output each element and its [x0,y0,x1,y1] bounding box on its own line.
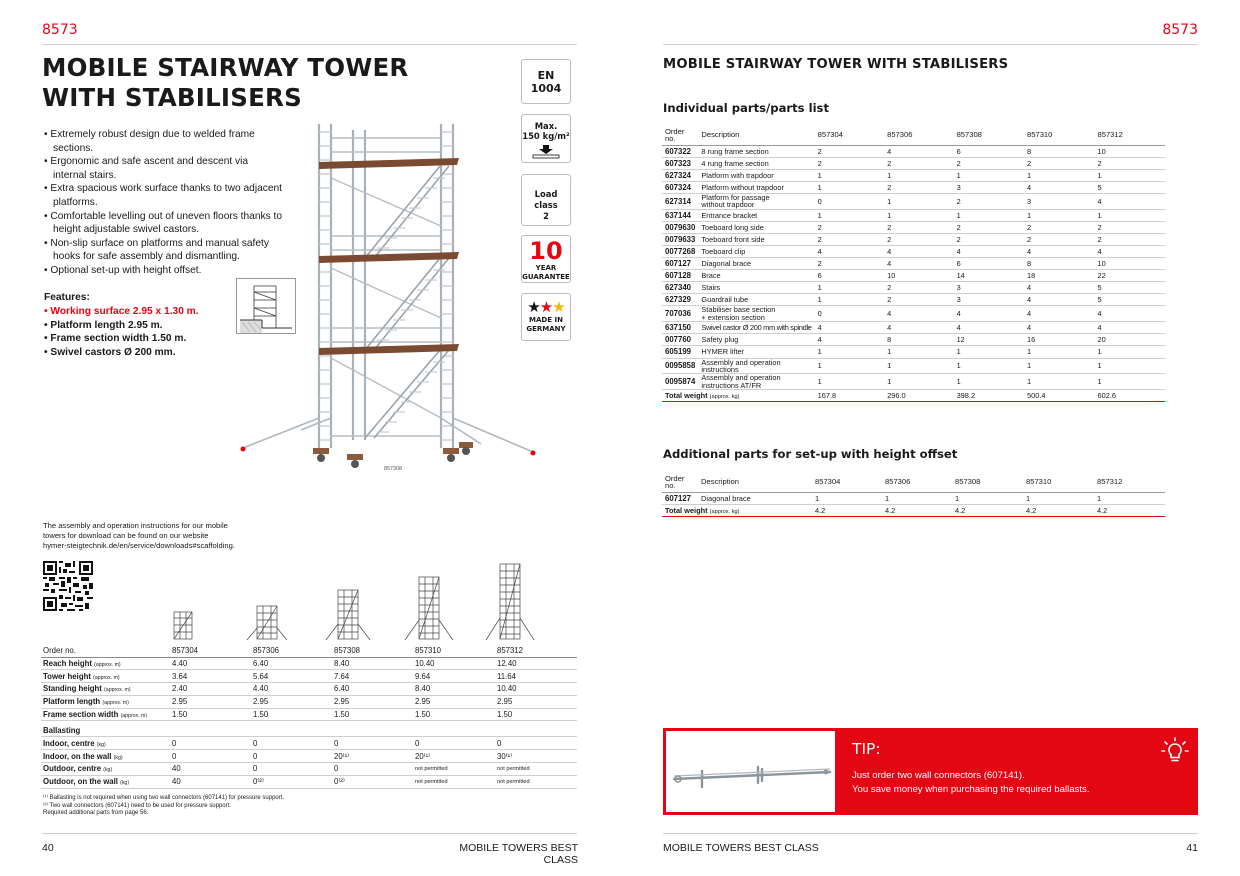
bullet-item: • Non-slip surface on platforms and manu… [44,237,269,263]
wall-connector-image [672,765,832,789]
page-title-line-2: WITH STABILISERS [42,83,302,112]
footer-rule-left [42,833,577,834]
page-title-left: MOBILE STAIRWAY TOWER WITH STABILISERS [42,53,482,113]
tip-title: TIP: [852,740,881,758]
tip-box: TIP: Just order two wall connectors (607… [663,728,1198,815]
download-url-link[interactable]: hymer-steigtechnik.de/en/service/downloa… [43,541,235,550]
guarantee-badge: 10 YEAR GUARANTEE [521,235,571,283]
tower-pictogram-857310 [404,576,454,641]
footer-title-left: MOBILE TOWERS BEST CLASS [459,842,578,866]
tower-pictogram-857306 [246,605,288,641]
download-info-text: The assembly and operation instructions … [43,521,235,550]
features-heading: Features: [44,292,90,303]
max-load-badge: Max.150 kg/m² [521,114,571,163]
footer-title-right: MOBILE TOWERS BEST CLASS [663,842,819,854]
tower-pictogram-857304 [173,611,193,640]
bullet-item: • Comfortable levelling out of uneven fl… [44,210,283,236]
feature-bullet-list: • Extremely robust design due to welded … [44,128,284,278]
page-number-right: 41 [1186,842,1198,854]
page-title-line-1: MOBILE STAIRWAY TOWER [42,53,409,82]
bullet-item: • Ergonomic and safe ascent and descent … [44,156,249,181]
lightbulb-icon [1161,737,1189,762]
feature-item: • Frame section width 1.50 m. [44,333,187,345]
bullet-item: • Extra spacious work surface thanks to … [44,183,283,208]
additional-parts-heading: Additional parts for set-up with height … [663,447,958,461]
tip-text: Just order two wall connectors (607141).… [852,770,1090,795]
parts-list-heading: Individual parts/parts list [663,101,829,115]
ballast-heading-row: Ballasting [41,720,577,738]
weight-arrow-icon [532,145,560,159]
bullet-item: • Optional set-up with height offset. [44,264,202,276]
footer-rule-right [663,833,1198,834]
made-in-germany-badge: ★★★ MADE IN GERMANY [521,293,571,341]
features-block: Features: • Working surface 2.95 x 1.30 … [44,291,274,360]
catalog-number-left: 8573 [42,22,78,38]
footnotes: ⁽¹⁾ Ballasting is not required when usin… [43,795,285,817]
page-title-right: MOBILE STAIRWAY TOWER WITH STABILISERS [663,57,1009,72]
tower-pictogram-857312 [485,563,535,641]
tower-pictogram-857308 [325,589,371,641]
qr-code-icon[interactable] [43,561,93,611]
feature-item: • Working surface 2.95 x 1.30 m. [44,305,199,317]
feature-item: • Platform length 2.95 m. [44,319,163,331]
tower-size-pictograms [173,563,535,641]
bullet-item: • Extremely robust design due to welded … [44,129,255,154]
header-rule-right [663,44,1198,45]
feature-item: • Swivel castors Ø 200 mm. [44,347,176,359]
three-stars-icon: ★★★ [527,298,565,316]
header-rule-left [42,44,577,45]
tip-image-panel [666,731,835,812]
height-offset-pictogram [236,278,296,334]
stairway-tower-illustration [240,124,536,468]
page-number-left: 40 [42,842,54,854]
image-caption: 857308 [384,466,402,472]
catalog-number-right: 8573 [1162,22,1198,38]
